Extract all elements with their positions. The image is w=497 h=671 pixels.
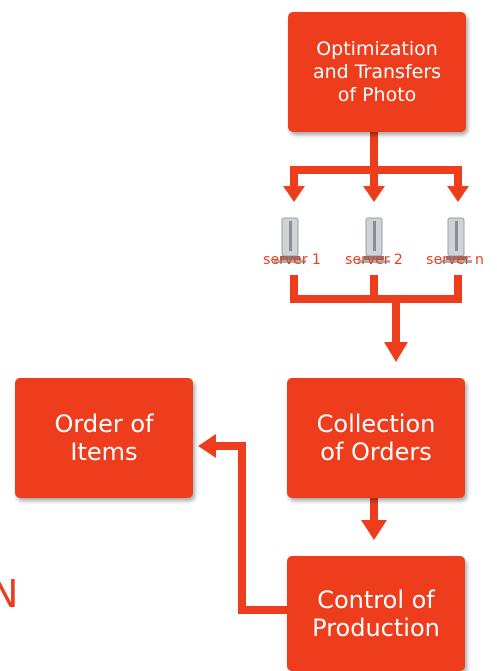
optimization-transfers-box: Optimization and Transfers of Photo [288, 12, 466, 132]
connector-drop-n [454, 166, 462, 190]
arrowhead-control [361, 520, 387, 540]
order-of-items-box: Order of Items [15, 378, 193, 498]
server-label-1: server 1 [263, 252, 321, 268]
collection-line-1: Collection [316, 410, 436, 438]
control-line-1: Control of [317, 585, 435, 614]
server-label-2: server 2 [345, 252, 403, 268]
connector-to-order [214, 442, 246, 450]
connector-stem-top [370, 132, 378, 170]
connector-drop-2 [370, 166, 378, 190]
connector-up [238, 442, 246, 614]
server-icon-1 [274, 217, 306, 263]
order-line-1: Order of [54, 410, 154, 438]
collection-of-orders-box: Collection of Orders [287, 378, 465, 498]
optimization-line-3: of Photo [337, 83, 417, 106]
partial-letter: N [0, 572, 18, 616]
control-of-production-box: Control of Production [287, 556, 465, 671]
arrowhead-server-n [447, 186, 469, 202]
optimization-line-1: Optimization [316, 37, 438, 60]
arrowhead-server-1 [283, 186, 305, 202]
connector-collection-control [370, 498, 378, 524]
order-line-2: Items [70, 438, 138, 466]
connector-rise-2 [370, 275, 378, 301]
connector-stem-collection [392, 295, 400, 345]
connector-drop-1 [290, 166, 298, 190]
connector-control-left [238, 606, 287, 614]
arrowhead-order [198, 434, 216, 458]
server-icon-2 [358, 217, 390, 263]
arrowhead-collection [384, 342, 408, 362]
connector-merge-bar [290, 295, 462, 303]
server-label-n: server n [426, 252, 484, 268]
server-icon-n [440, 217, 472, 263]
optimization-line-2: and Transfers [312, 60, 442, 83]
connector-rise-n [454, 275, 462, 301]
connector-rise-1 [290, 275, 298, 301]
arrowhead-server-2 [363, 186, 385, 202]
control-line-2: Production [312, 613, 440, 642]
collection-line-2: of Orders [320, 438, 432, 466]
